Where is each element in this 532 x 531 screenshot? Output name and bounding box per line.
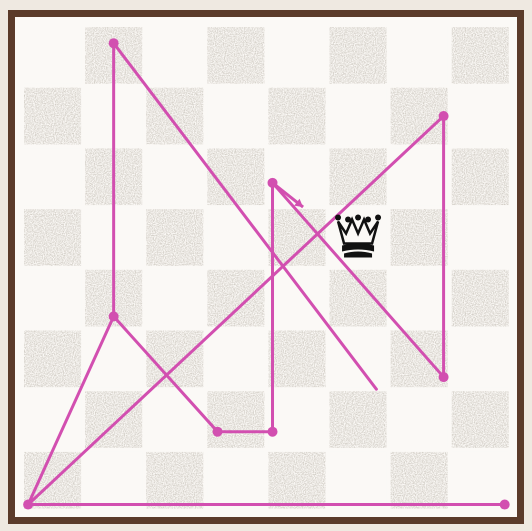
path-node (109, 311, 119, 321)
path-node (268, 427, 278, 437)
dark-square[interactable] (146, 209, 203, 266)
light-square[interactable] (268, 148, 325, 205)
light-square[interactable] (452, 452, 509, 509)
light-square[interactable] (391, 27, 448, 84)
light-square[interactable] (452, 88, 509, 145)
dark-square[interactable] (207, 391, 264, 448)
path-node (439, 111, 449, 121)
light-square[interactable] (391, 270, 448, 327)
path-node (213, 427, 223, 437)
light-square[interactable] (146, 27, 203, 84)
dark-square[interactable] (330, 27, 387, 84)
dark-square[interactable] (452, 391, 509, 448)
light-square[interactable] (207, 209, 264, 266)
light-square[interactable] (452, 209, 509, 266)
dark-square[interactable] (268, 331, 325, 388)
dark-square[interactable] (452, 270, 509, 327)
dark-square[interactable] (452, 27, 509, 84)
dark-square[interactable] (24, 209, 81, 266)
light-square[interactable] (330, 452, 387, 509)
light-square[interactable] (24, 391, 81, 448)
light-square[interactable] (146, 270, 203, 327)
dark-square[interactable] (146, 331, 203, 388)
dark-square[interactable] (391, 209, 448, 266)
light-square[interactable] (391, 391, 448, 448)
dark-square[interactable] (391, 452, 448, 509)
light-square[interactable] (330, 88, 387, 145)
light-square[interactable] (268, 270, 325, 327)
dark-square[interactable] (207, 270, 264, 327)
dark-square[interactable] (24, 331, 81, 388)
dark-square[interactable] (452, 148, 509, 205)
light-square[interactable] (207, 88, 264, 145)
dark-square[interactable] (85, 391, 142, 448)
dark-square[interactable] (268, 452, 325, 509)
dark-square[interactable] (146, 452, 203, 509)
path-node (23, 500, 33, 510)
light-square[interactable] (24, 27, 81, 84)
dark-square[interactable] (330, 391, 387, 448)
dark-square[interactable] (207, 27, 264, 84)
path-node (439, 372, 449, 382)
light-square[interactable] (268, 27, 325, 84)
light-square[interactable] (146, 148, 203, 205)
dark-square[interactable] (268, 88, 325, 145)
light-square[interactable] (207, 331, 264, 388)
light-square[interactable] (207, 452, 264, 509)
light-square[interactable] (24, 148, 81, 205)
light-square[interactable] (452, 331, 509, 388)
light-square[interactable] (146, 391, 203, 448)
dark-square[interactable] (24, 88, 81, 145)
path-node (500, 500, 510, 510)
light-square[interactable] (85, 452, 142, 509)
light-square[interactable] (24, 270, 81, 327)
path-node (109, 38, 119, 48)
light-square[interactable] (268, 391, 325, 448)
board-squares (24, 27, 509, 509)
